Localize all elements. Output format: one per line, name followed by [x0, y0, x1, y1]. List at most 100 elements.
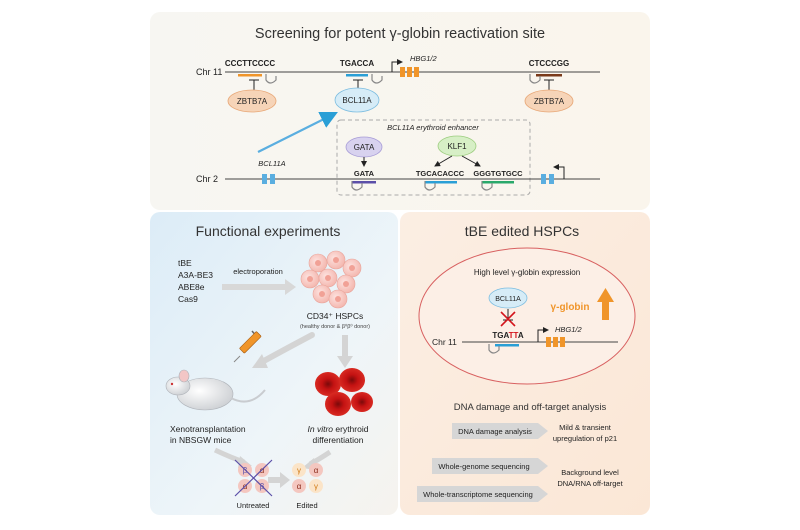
- editor-item: A3A-BE3: [178, 270, 213, 280]
- result-1-line-1: Mild & transient: [559, 423, 612, 432]
- electroporation-arrow: [222, 279, 296, 295]
- top-panel: [150, 12, 650, 210]
- left-title: Functional experiments: [196, 223, 341, 239]
- chr2-exon-right-2: [549, 174, 554, 184]
- xeno-label-2: in NBSGW mice: [170, 435, 232, 445]
- enhancer-label: BCL11A erythroid enhancer: [387, 123, 479, 132]
- expression-title: High level γ-globin expression: [474, 268, 580, 277]
- grna-right: [529, 74, 541, 84]
- bcl11a-right-oval: [488, 287, 528, 309]
- zbtb7a-left-label: ZBTB7A: [237, 97, 268, 106]
- blocked-x-icon: [500, 311, 516, 327]
- repress-left: [249, 79, 259, 90]
- grna-klf1-b: [481, 181, 493, 191]
- seq-klf1-b: GGGTGTGCC: [473, 169, 523, 178]
- bcl11a-top-label: BCL11A: [342, 96, 372, 105]
- assay-dna-damage: DNA damage analysis: [452, 423, 548, 439]
- arrow-to-mouse: [259, 332, 315, 365]
- klf1-protein-label: KLF1: [447, 142, 467, 151]
- edited-seq-edit: TT: [509, 331, 519, 340]
- top-title: Screening for potent γ-globin reactivati…: [255, 26, 545, 42]
- assay-1-label: DNA damage analysis: [458, 427, 532, 436]
- bcl11a-right-label: BCL11A: [495, 296, 521, 303]
- assay-wgs: Whole-genome sequencing: [432, 458, 548, 474]
- hbg-right-exon-3: [560, 337, 565, 347]
- gamma-globin-label: γ-globin: [551, 302, 590, 313]
- bcl11a-expression-arrow: [257, 112, 338, 153]
- edited-globin: γ: [297, 466, 301, 475]
- hbg-tss-arrow: [391, 59, 403, 72]
- klf1-oval: [437, 135, 477, 157]
- hbg-right-exon-2: [553, 337, 558, 347]
- hbg-label: HBG1/2: [410, 54, 438, 63]
- site-marker-mid: [346, 74, 368, 77]
- edited-site-marker: [495, 344, 519, 347]
- seq-gata: GATA: [354, 169, 375, 178]
- arrow-to-mouse-head: [252, 354, 268, 368]
- editor-item: tBE: [178, 258, 192, 268]
- edited-globin: γ: [314, 482, 318, 491]
- bcl11a-exon-2: [270, 174, 275, 184]
- grna-mid: [371, 74, 383, 84]
- chr2-exon-right-1: [541, 174, 546, 184]
- mouse-icon: [165, 369, 266, 411]
- editor-item: ABE8e: [178, 282, 205, 292]
- edited-seq-prefix: TGA: [492, 331, 509, 340]
- gata-site-marker: [352, 181, 376, 184]
- bcl11a-gene-label: BCL11A: [258, 159, 285, 168]
- klf1-b-site-marker: [482, 181, 514, 184]
- invitro-label-1: In vitro erythroid: [308, 424, 369, 434]
- zbtb7a-right-oval: [524, 89, 574, 113]
- grna-edited: [488, 344, 500, 354]
- assay-2-label: Whole-genome sequencing: [438, 462, 529, 471]
- assay-wts: Whole-transcriptome sequencing: [417, 486, 548, 502]
- site-marker-right: [536, 74, 562, 77]
- zbtb7a-right-label: ZBTB7A: [534, 97, 565, 106]
- chr2-label: Chr 2: [196, 174, 218, 184]
- analysis-title: DNA damage and off-target analysis: [454, 402, 607, 413]
- bcl11a-top-oval: [334, 87, 380, 113]
- editor-item: Cas9: [178, 294, 198, 304]
- result-2-line-1: Background level: [561, 468, 619, 477]
- grna-klf1-a: [424, 181, 436, 191]
- seq-mid: TGACCA: [340, 59, 374, 68]
- edited-globin: α: [314, 466, 319, 475]
- arrow-untreated-to-edited: [268, 472, 290, 488]
- editor-list: tBE A3A-BE3 ABE8e Cas9: [178, 258, 213, 304]
- hbg-right-tss: [537, 327, 549, 342]
- edited-seq: TGATTA: [492, 331, 523, 340]
- seq-right: CTCCCGG: [529, 59, 569, 68]
- invitro-label-2: differentiation: [313, 435, 364, 445]
- enhancer-box: [336, 119, 531, 196]
- hspc-cluster: [300, 250, 362, 309]
- grna-gata: [351, 181, 363, 191]
- invitro-rest: erythroid: [333, 424, 369, 434]
- untreated-label: Untreated: [237, 501, 270, 510]
- result-1-line-2: upregulation of p21: [553, 434, 617, 443]
- assay-3-label: Whole-transcriptome sequencing: [423, 490, 533, 499]
- klf1-a-site-marker: [425, 181, 457, 184]
- right-title: tBE edited HSPCs: [465, 223, 579, 239]
- chr2-tss-arrow: [553, 164, 565, 179]
- seq-left: CCCTTCCCC: [225, 59, 275, 68]
- repress-right: [544, 79, 554, 90]
- gata-protein-label: GATA: [354, 143, 375, 152]
- seq-klf1-a: TGCACACCC: [416, 169, 465, 178]
- bcl11a-exon-1: [262, 174, 267, 184]
- arrow-to-rbc-head: [337, 356, 353, 368]
- cd34-sublabel: (healthy donor & β⁰β⁰ donor): [300, 323, 370, 330]
- invitro-italic: In vitro: [308, 424, 334, 434]
- result-2-line-2: DNA/RNA off-target: [557, 479, 623, 488]
- klf1-arrow-right: [461, 155, 481, 167]
- hbg-exon-1: [400, 67, 405, 77]
- left-panel: [150, 212, 398, 515]
- edited-seq-suffix: A: [518, 331, 524, 340]
- cd34-label: CD34⁺ HSPCs: [307, 311, 363, 321]
- chr11-label: Chr 11: [196, 67, 222, 77]
- edited-globin: α: [297, 482, 302, 491]
- zbtb7a-left-oval: [227, 89, 277, 113]
- edited-label: Edited: [296, 501, 317, 510]
- chr11-right-label: Chr 11: [432, 337, 457, 347]
- xeno-label-1: Xenotransplantation: [170, 424, 246, 434]
